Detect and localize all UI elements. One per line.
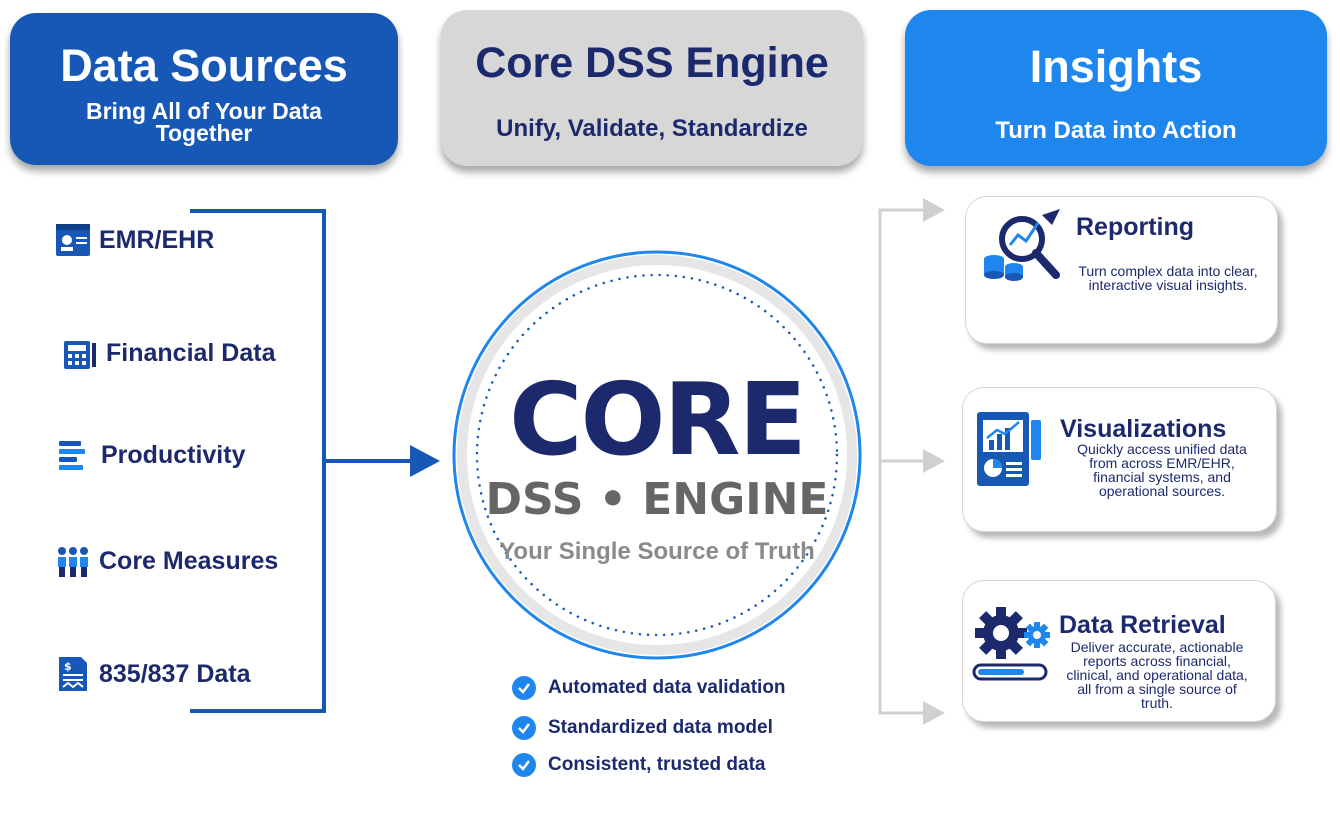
source-835-837-data: $ 835/837 Data (55, 656, 251, 692)
bracket-arrow-head (410, 445, 440, 477)
data-sources-subtitle: Bring All of Your Data Together (86, 98, 322, 146)
productivity-bars-icon (59, 441, 85, 470)
source-label: Productivity (101, 440, 246, 469)
outer-ring (452, 250, 862, 660)
insight-card-visualizations: Visualizations Quickly access unified da… (962, 387, 1277, 532)
ehr-record-icon (56, 224, 90, 256)
core-engine-header: Core DSS Engine Unify, Validate, Standar… (441, 10, 863, 166)
checkmark-icon (512, 753, 536, 777)
source-label: 835/837 Data (99, 659, 251, 688)
insight-card-reporting: Reporting Turn complex data into clear, … (965, 196, 1278, 344)
checkmark-icon (512, 676, 536, 700)
source-label: Core Measures (99, 546, 279, 575)
engine-tagline: Your Single Source of Truth (499, 538, 815, 565)
source-productivity: Productivity (57, 437, 245, 473)
core-engine-title: Core DSS Engine (475, 39, 829, 87)
gears-progress-icon (972, 607, 1050, 681)
svg-text:$: $ (64, 660, 72, 673)
check-item: Automated data validation (512, 676, 786, 700)
insight-title: Data Retrieval (1059, 611, 1226, 639)
data-sources-title: Data Sources (60, 40, 348, 91)
source-label: Financial Data (106, 338, 276, 367)
dotted-ring (475, 273, 839, 637)
insight-title: Visualizations (1060, 415, 1227, 443)
insight-card-data-retrieval: Data Retrieval Deliver accurate, actiona… (962, 580, 1276, 722)
insights-subtitle: Turn Data into Action (995, 117, 1237, 144)
arrow-data-retrieval (923, 701, 945, 725)
invoice-icon: $ (59, 657, 87, 691)
core-engine-subtitle: Unify, Validate, Standardize (496, 115, 808, 142)
checkmark-icon (512, 716, 536, 740)
source-label: EMR/EHR (99, 225, 215, 254)
dss-engine-logo: DSS • ENGINE (485, 474, 829, 525)
check-item: Standardized data model (512, 716, 773, 740)
inner-ring (457, 255, 857, 655)
core-engine-circle (452, 250, 862, 660)
source-emr-ehr: EMR/EHR (55, 222, 214, 258)
people-group-icon (58, 547, 88, 577)
check-label: Consistent, trusted data (548, 754, 766, 775)
check-item: Consistent, trusted data (512, 753, 765, 777)
insight-description: Turn complex data into clear, interactiv… (1078, 263, 1258, 293)
arrow-visualizations (923, 449, 945, 473)
calculator-icon (64, 341, 96, 369)
data-sources-header: Data Sources Bring All of Your Data Toge… (10, 13, 398, 165)
core-logo: CORE (509, 361, 807, 478)
dashboard-report-icon (977, 412, 1041, 486)
insight-description: Deliver accurate, actionable reports acr… (1066, 639, 1248, 711)
insights-title: Insights (1029, 41, 1203, 92)
analytics-magnifier-icon (984, 209, 1060, 281)
check-label: Standardized data model (548, 717, 773, 738)
insight-description: Quickly access unified data from across … (1077, 441, 1247, 499)
insight-title: Reporting (1076, 213, 1195, 241)
check-label: Automated data validation (548, 677, 786, 698)
insights-header: Insights Turn Data into Action (905, 10, 1327, 166)
arrow-reporting (923, 198, 945, 222)
source-core-measures: Core Measures (55, 543, 278, 579)
source-financial-data: Financial Data (62, 335, 276, 371)
